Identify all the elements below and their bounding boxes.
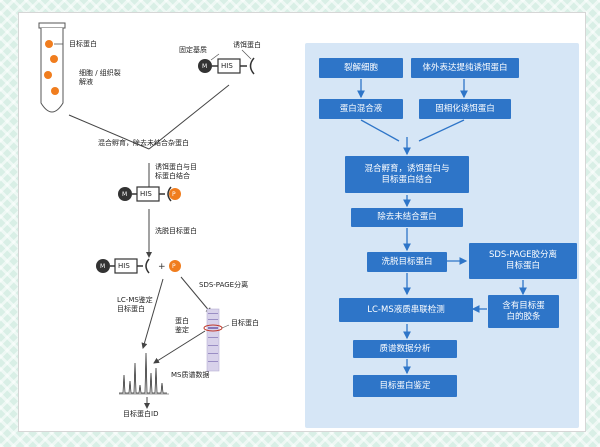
eluted-complex-icon: +	[96, 258, 181, 274]
flow-lyse-box: 裂解细胞	[319, 58, 403, 78]
flow-arrows	[357, 79, 527, 375]
flow-remove-box: 除去未结合蛋白	[351, 208, 463, 227]
his-tag-mid: HIS	[140, 190, 152, 198]
flow-elute-box: 洗脱目标蛋白	[367, 252, 447, 272]
flow-sds-box: SDS-PAGE胶分离 目标蛋白	[469, 243, 577, 279]
his-tag-top: HIS	[221, 62, 233, 70]
sds-sep-label: SDS-PAGE分离	[199, 281, 249, 289]
flow-gel-box: 含有目标蛋 白的胶条	[488, 295, 559, 328]
bait-target-complex-icon	[118, 186, 181, 202]
flow-incubate-box: 混合孵育，诱饵蛋白与 目标蛋白结合	[345, 156, 469, 193]
fixed-matrix-label: 固定基质	[179, 46, 207, 54]
protein-id-label: 蛋白 鉴定	[175, 317, 189, 334]
flow-immobilize-box: 固相化诱饵蛋白	[419, 99, 511, 119]
his-tag-low: HIS	[118, 262, 130, 270]
bait-bind-label: 诱饵蛋白与目 标蛋白结合	[155, 163, 197, 180]
schematic-graphics: +	[38, 22, 579, 428]
lysate-label: 细胞 / 组织裂 解液	[79, 69, 121, 86]
figure-card: +	[18, 12, 586, 432]
m-label-top: M	[202, 63, 208, 70]
target-id-label: 目标蛋白ID	[123, 410, 159, 418]
p-label-low: P	[172, 263, 176, 270]
elute-label: 洗脱目标蛋白	[155, 227, 197, 235]
lcms-label: LC-MS鉴定 目标蛋白	[117, 296, 153, 313]
flow-analysis-box: 质谱数据分析	[353, 340, 457, 358]
target-protein-label: 目标蛋白	[69, 40, 97, 48]
p-label-mid: P	[172, 191, 176, 198]
test-tube-icon	[38, 22, 66, 113]
gel-lane-icon	[203, 308, 230, 372]
gel-target-label: 目标蛋白	[231, 319, 259, 327]
flow-panel-bg	[305, 43, 579, 428]
flow-express-box: 体外表达提纯诱饵蛋白	[411, 58, 519, 78]
incubate-label: 混合孵育，除去未结合杂蛋白	[98, 139, 189, 147]
svg-text:+: +	[158, 262, 166, 272]
ms-data-label: MS质谱数据	[171, 371, 210, 379]
ms-spectrum-icon	[119, 352, 169, 409]
m-label-low: M	[100, 263, 106, 270]
bait-complex-top-icon	[198, 49, 255, 75]
flow-lcms-box: LC-MS液质串联检测	[339, 298, 473, 322]
m-label-mid: M	[122, 191, 128, 198]
bait-protein-label: 诱饵蛋白	[233, 41, 261, 49]
flow-mix-box: 蛋白混合液	[319, 99, 403, 119]
flow-identify-box: 目标蛋白鉴定	[353, 375, 457, 397]
